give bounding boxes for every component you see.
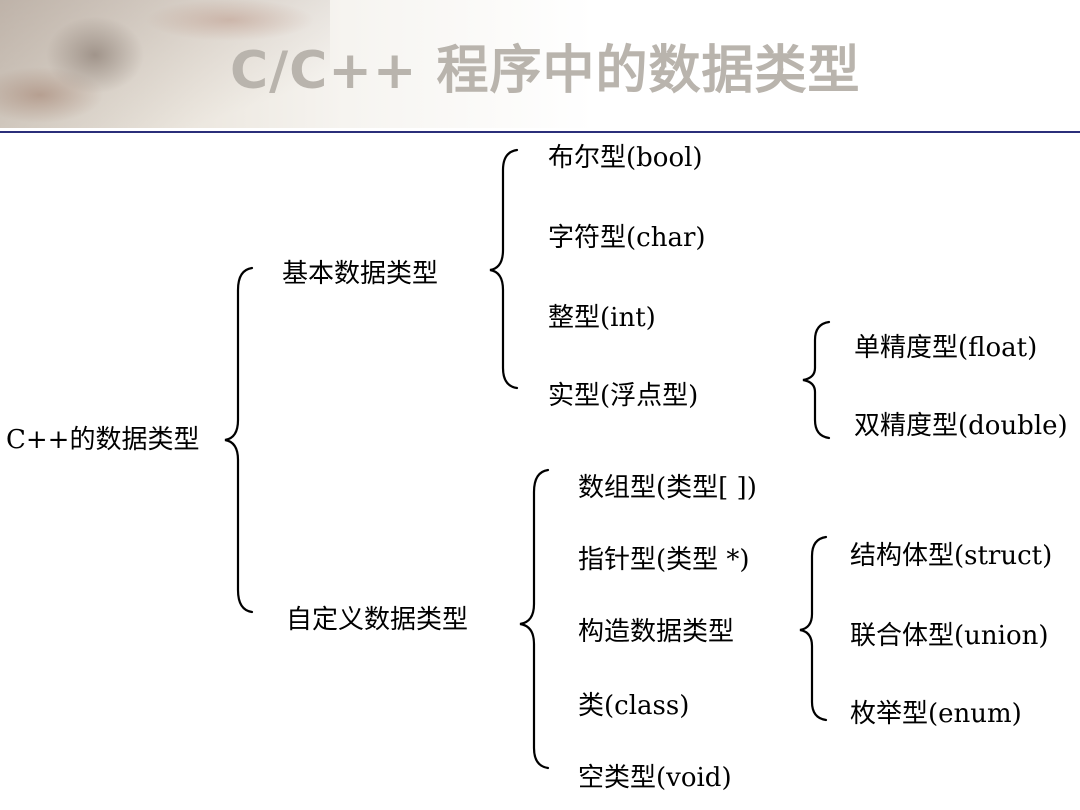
real-brace <box>803 322 829 438</box>
custom-types-label: 自定义数据类型 <box>286 604 468 636</box>
array-type: 数组型(类型[ ]) <box>578 472 757 504</box>
char-type: 字符型(char) <box>548 222 706 254</box>
custom-brace <box>520 470 548 768</box>
enum-type: 枚举型(enum) <box>850 698 1022 730</box>
real-type: 实型(浮点型) <box>548 380 698 412</box>
bool-type: 布尔型(bool) <box>548 142 703 174</box>
class-type: 类(class) <box>578 690 689 722</box>
root-label: C++的数据类型 <box>6 424 199 456</box>
int-type: 整型(int) <box>548 302 656 334</box>
root-brace <box>225 268 252 612</box>
pointer-type: 指针型(类型 *) <box>578 544 750 576</box>
union-type: 联合体型(union) <box>850 620 1049 652</box>
basic-types-label: 基本数据类型 <box>282 258 438 290</box>
constructed-brace <box>800 537 826 720</box>
float-type: 单精度型(float) <box>854 332 1037 364</box>
void-type: 空类型(void) <box>578 762 732 794</box>
double-type: 双精度型(double) <box>854 410 1068 442</box>
basic-brace <box>490 150 517 388</box>
constructed-type: 构造数据类型 <box>578 616 734 648</box>
struct-type: 结构体型(struct) <box>850 540 1052 572</box>
